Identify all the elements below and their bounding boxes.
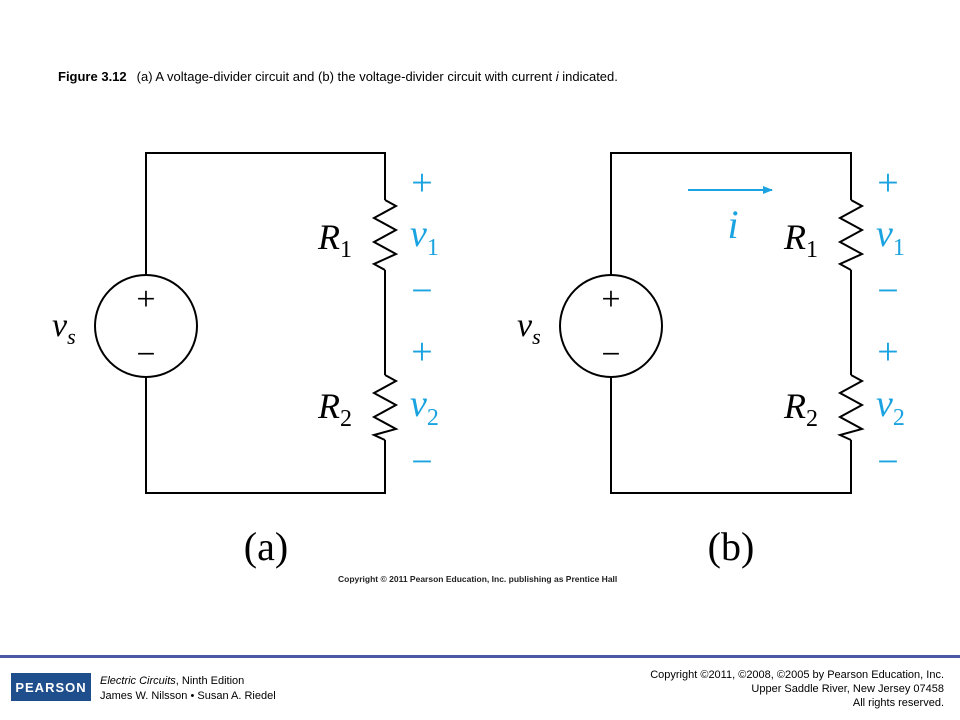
figure-label: Figure 3.12 <box>58 69 127 84</box>
circuit-b-v2-letter: v <box>876 383 893 425</box>
circuit-b-r2-letter: R <box>783 386 806 426</box>
copyright-line-3: All rights reserved. <box>852 697 944 709</box>
figure-copyright: Copyright © 2011 Pearson Education, Inc.… <box>338 574 618 584</box>
circuit-a-v1-sub: 1 <box>427 235 439 261</box>
circuit-b-r2-sub: 2 <box>806 406 818 432</box>
circuit-a-v1-letter: v <box>410 213 427 255</box>
circuit-b-source-label: vs <box>517 307 541 349</box>
circuit-a-r1-label: R1 <box>317 217 352 263</box>
circuit-b-v2-plus: + <box>877 331 898 373</box>
circuit-a-source-sub: s <box>67 324 76 349</box>
circuit-a-r2-label: R2 <box>317 386 352 432</box>
circuit-b-caption-label: (b) <box>708 524 755 569</box>
book-authors: James W. Nilsson • Susan A. Riedel <box>100 690 276 702</box>
pearson-logo: PEARSON <box>11 673 91 701</box>
book-title: Electric Circuits <box>100 675 176 687</box>
circuit-a-v1-minus: − <box>411 270 432 312</box>
circuit-b-source-v: v <box>517 307 533 344</box>
figure-caption: Figure 3.12 (a) A voltage-divider circuit… <box>58 69 618 84</box>
circuit-b-source-sub: s <box>532 324 541 349</box>
circuit-a-source-label: vs <box>52 307 76 349</box>
circuit-b-v2-label: v2 <box>876 383 905 431</box>
circuit-a-r2-letter: R <box>317 386 340 426</box>
circuit-b-r1-sub: 1 <box>806 237 818 263</box>
circuit-a-v1-label: v1 <box>410 213 439 261</box>
circuit-b-v1-plus: + <box>877 162 898 204</box>
book-edition: , Ninth Edition <box>175 675 245 687</box>
circuit-a-resistor-r2 <box>371 374 399 441</box>
publisher-copyright: Copyright ©2011, ©2008, ©2005 by Pearson… <box>650 668 944 710</box>
circuit-a-source-plus: + <box>136 281 155 318</box>
circuit-a-v2-sub: 2 <box>427 405 439 431</box>
circuit-a-v1-plus: + <box>411 162 432 204</box>
circuit-b-source-plus: + <box>601 281 620 318</box>
circuit-a-v2-label: v2 <box>410 383 439 431</box>
circuit-a-wire <box>145 152 386 494</box>
circuit-b-v1-sub: 1 <box>893 235 905 261</box>
circuit-b-resistor-r2 <box>837 374 865 441</box>
circuit-b-voltage-source <box>559 274 663 378</box>
circuit-b-wire <box>610 152 852 494</box>
caption-current-symbol: i <box>555 69 559 84</box>
book-title-line: Electric Circuits, Ninth Edition <box>100 674 276 689</box>
circuit-a-source-v: v <box>52 307 68 344</box>
book-info: Electric Circuits, Ninth Edition James W… <box>100 674 276 704</box>
circuit-b-r1-label: R1 <box>783 217 818 263</box>
circuit-b-v1-label: v1 <box>876 213 905 261</box>
circuit-a-r1-sub: 1 <box>340 237 352 263</box>
circuit-b-current-label: i <box>727 202 738 247</box>
circuit-b-v2-sub: 2 <box>893 405 905 431</box>
circuit-a-resistor-r1 <box>371 199 399 271</box>
circuit-b-v1-letter: v <box>876 213 893 255</box>
copyright-line-1: Copyright ©2011, ©2008, ©2005 by Pearson… <box>650 669 944 681</box>
copyright-line-2: Upper Saddle River, New Jersey 07458 <box>751 683 944 695</box>
circuit-a-v2-plus: + <box>411 331 432 373</box>
circuit-b-r2-label: R2 <box>783 386 818 432</box>
circuit-b-r1-letter: R <box>783 217 806 257</box>
circuit-b-v1-minus: − <box>877 270 898 312</box>
circuit-a: + − vs R1 R2 + v1 − + v2 − (a) <box>52 152 439 569</box>
circuit-b-source-minus: − <box>601 336 620 373</box>
caption-text-end: indicated. <box>558 69 618 84</box>
circuit-b: + − vs R1 R2 + v1 − + v2 − i (b) <box>517 152 905 569</box>
footer-divider <box>0 655 960 658</box>
circuit-a-r1-letter: R <box>317 217 340 257</box>
caption-text: (a) A voltage-divider circuit and (b) th… <box>136 69 556 84</box>
circuit-b-v2-minus: − <box>877 441 898 483</box>
circuit-a-source-minus: − <box>136 336 155 373</box>
circuit-a-caption-label: (a) <box>244 524 288 569</box>
circuit-a-v2-letter: v <box>410 383 427 425</box>
circuit-a-r2-sub: 2 <box>340 406 352 432</box>
circuit-b-resistor-r1 <box>837 199 865 271</box>
circuit-a-v2-minus: − <box>411 441 432 483</box>
circuit-a-voltage-source <box>94 274 198 378</box>
